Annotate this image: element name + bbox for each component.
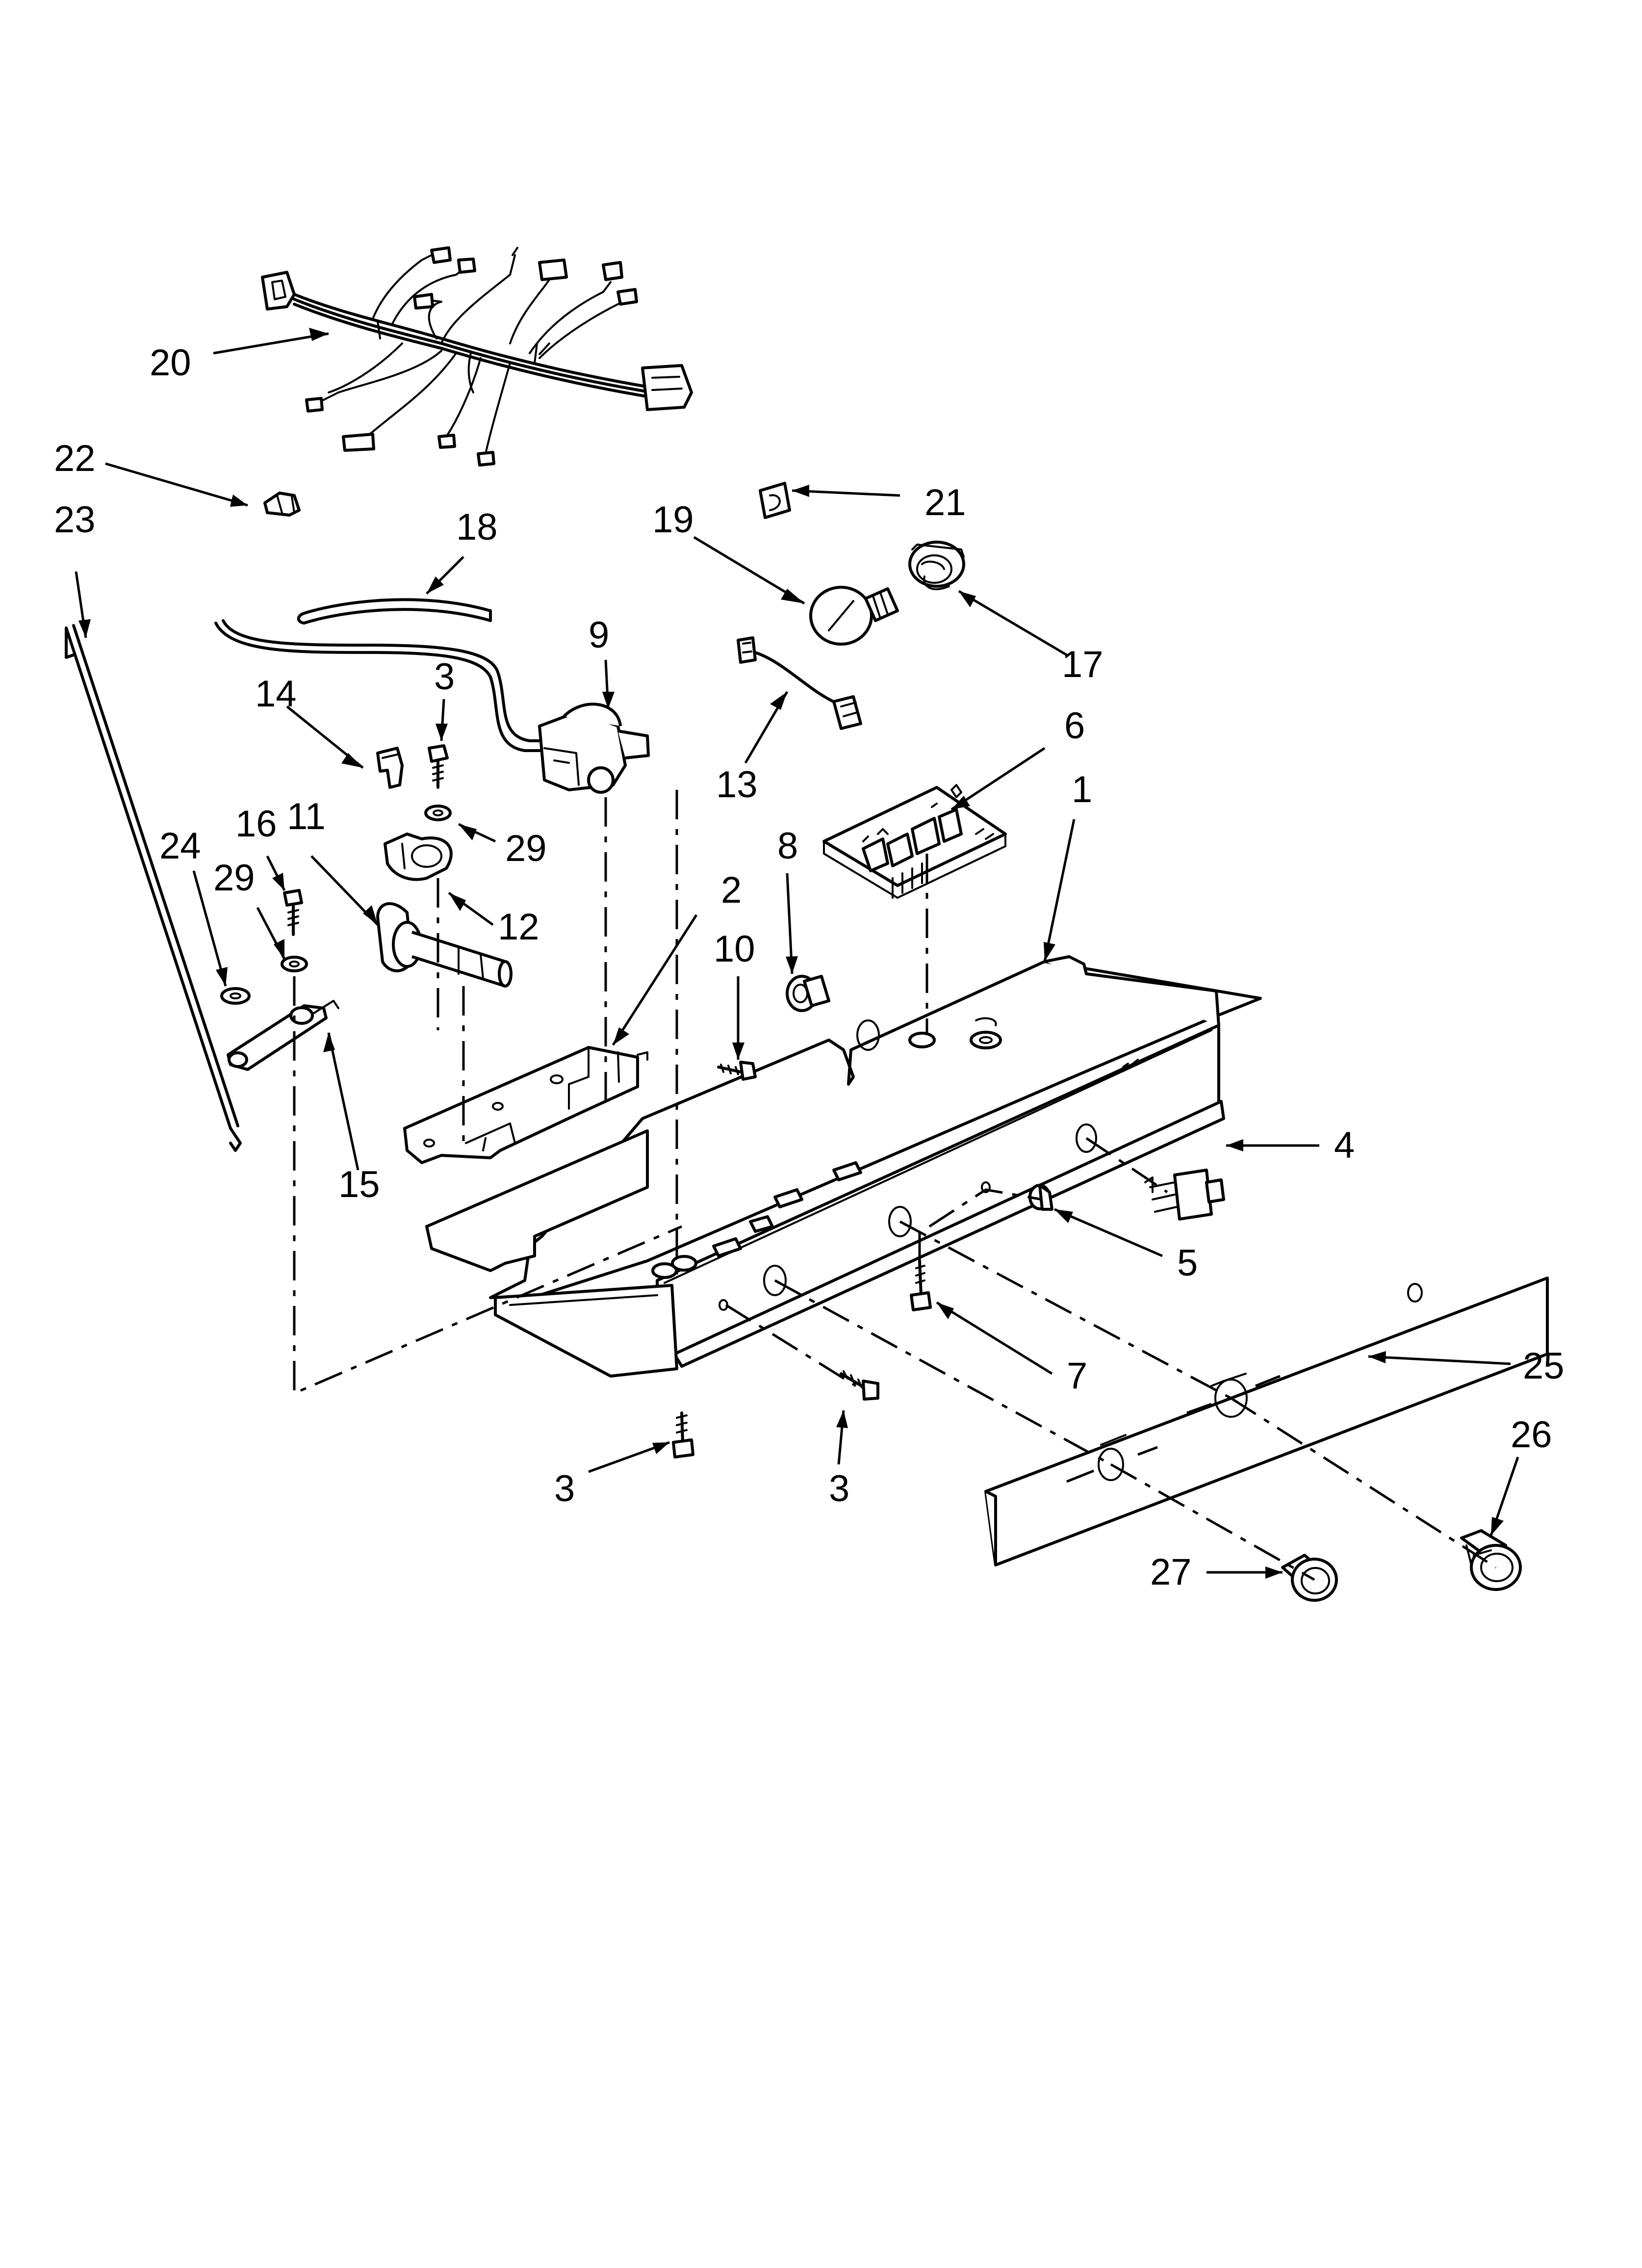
callout-2: 2 [721, 869, 742, 911]
housing-screw-part [717, 1061, 757, 1081]
light-wiring-part [737, 636, 862, 730]
washer-part [281, 956, 308, 972]
callout-3-lower-right: 3 [829, 1468, 849, 1510]
damper-housing-part [384, 833, 453, 881]
control-rod-part [65, 624, 242, 1152]
callout-3-top: 3 [434, 656, 455, 698]
callout-19: 19 [652, 499, 694, 541]
leader-lines [75, 328, 1519, 1579]
screw-part [428, 744, 449, 789]
callout-12: 12 [498, 906, 539, 948]
capillary-tube-part [297, 598, 492, 625]
callout-16: 16 [235, 803, 277, 845]
panel-screw-part [910, 1259, 932, 1311]
spacer-washer-part [220, 987, 251, 1005]
callout-1: 1 [1072, 769, 1092, 810]
control-housing-part [425, 955, 1262, 1378]
callout-23: 23 [54, 499, 96, 541]
wire-clip-part [263, 492, 301, 517]
callout-labels: 20 22 23 18 21 19 17 9 3 14 13 6 1 29 16… [54, 342, 1565, 1593]
callout-18: 18 [456, 506, 498, 548]
light-socket-part [908, 541, 965, 591]
switch-plunger-part [1028, 1184, 1053, 1211]
callout-27: 27 [1150, 1551, 1192, 1593]
lever-screw-part [283, 889, 303, 936]
grommet-part [786, 975, 830, 1012]
callout-3-lower-left: 3 [554, 1468, 575, 1510]
light-bulb-part [809, 586, 899, 646]
light-switch-part [1144, 1169, 1225, 1221]
sensing-bulb-wire-part [214, 619, 546, 752]
callout-9: 9 [589, 614, 609, 656]
electronic-control-board-part [822, 784, 1007, 899]
callout-8: 8 [777, 825, 798, 867]
callout-24: 24 [159, 825, 201, 867]
thermostat-bracket-part [376, 747, 404, 789]
callout-26: 26 [1511, 1414, 1552, 1456]
thermostat-control-part [538, 703, 650, 794]
callout-25: 25 [1523, 1345, 1565, 1387]
callout-17: 17 [1062, 644, 1103, 685]
callout-7: 7 [1067, 1355, 1087, 1397]
damper-control-part [376, 902, 513, 988]
washer-part [424, 805, 452, 821]
wire-harness-part [261, 246, 693, 467]
callout-5: 5 [1177, 1242, 1198, 1284]
callout-11: 11 [287, 796, 326, 837]
screw-part [672, 1411, 694, 1459]
screw-part [840, 1370, 879, 1401]
callout-10: 10 [714, 928, 755, 970]
callout-21: 21 [924, 482, 966, 523]
control-knob-part [1460, 1529, 1522, 1591]
lever-arm-part [227, 1000, 339, 1071]
alignment-lines [293, 790, 1497, 1581]
callout-6: 6 [1064, 705, 1085, 747]
socket-retainer-part [759, 482, 791, 519]
callout-13: 13 [716, 764, 758, 806]
callout-29-upper: 29 [505, 828, 547, 869]
callout-15: 15 [338, 1164, 380, 1205]
callout-29-lower: 29 [213, 857, 255, 899]
callout-20: 20 [150, 342, 191, 384]
callout-14: 14 [255, 673, 297, 715]
thermostat-mounting-bracket-part [403, 1046, 648, 1164]
callout-4: 4 [1334, 1124, 1355, 1166]
callout-22: 22 [54, 438, 96, 479]
